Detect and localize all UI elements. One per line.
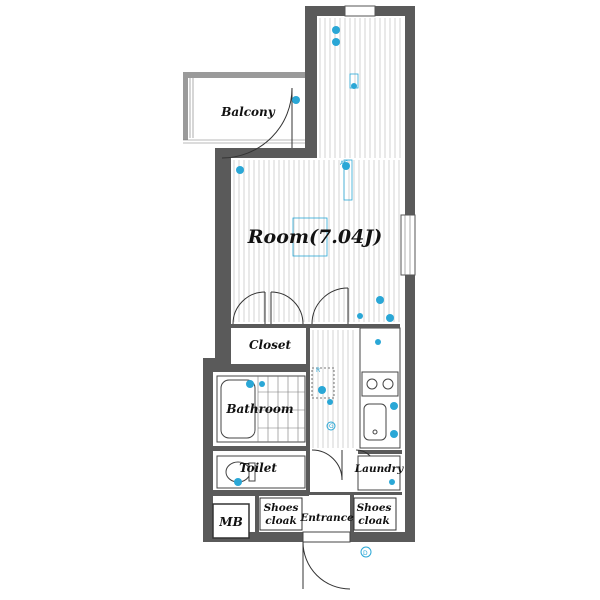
closet-label: Closet [249, 338, 292, 352]
shoes-cloak-boxes [259, 497, 397, 531]
toilet-fixture [216, 455, 306, 489]
fridge-marker [311, 367, 335, 399]
bathtub [216, 375, 306, 443]
laundry-label: Laundry [354, 463, 404, 475]
entrance-door[interactable] [302, 531, 351, 590]
shoes-cloak-right-line1: Shoes [357, 502, 392, 514]
shoes-cloak-left-line1: Shoes [264, 502, 299, 514]
closet-doors [232, 287, 349, 325]
balcony-label: Balcony [220, 105, 276, 119]
svg-text:G: G [329, 423, 334, 430]
mb-label: MB [218, 515, 242, 529]
bathroom-label: Bathroom [225, 402, 293, 416]
balcony-area [183, 72, 305, 144]
entrance-label: Entrance [299, 512, 354, 524]
room-label: Room(7.04J) [247, 226, 382, 248]
balcony-door [221, 87, 293, 159]
outer-walls [203, 5, 416, 542]
svg-text:AC: AC [340, 160, 348, 167]
svg-text:R: R [316, 367, 320, 374]
svg-text:D: D [363, 550, 368, 557]
shoes-cloak-right-line2: cloak [358, 515, 389, 527]
kitchen-stove [361, 371, 399, 441]
toilet-label: Toilet [239, 461, 277, 475]
room-floor-hatching [233, 18, 401, 322]
mb-box: MB [212, 503, 250, 539]
electrical-outlets: D AC R G [234, 26, 398, 558]
shoes-cloak-left-line2: cloak [265, 515, 296, 527]
